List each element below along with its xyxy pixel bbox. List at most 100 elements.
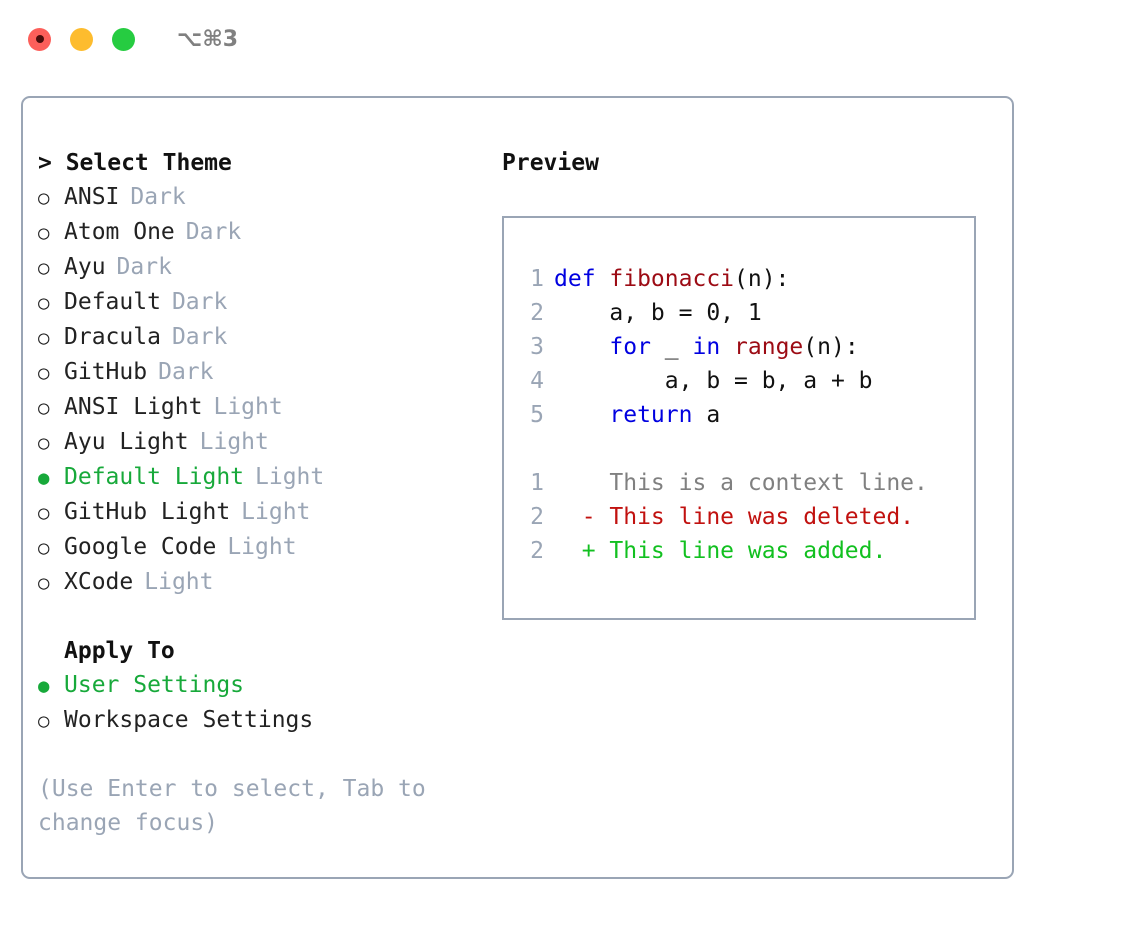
- code-token: fibonacci: [609, 266, 735, 292]
- theme-list-item[interactable]: ○ XCode Light: [38, 565, 478, 600]
- theme-category-tag: Dark: [116, 254, 172, 280]
- code-token: a: [692, 402, 721, 428]
- radio-unselected-icon: ○: [38, 572, 50, 594]
- code-token: (n):: [734, 266, 790, 292]
- code-line-number: 1: [530, 266, 544, 292]
- code-line-number: 2: [530, 300, 544, 326]
- radio-unselected-icon: ○: [38, 292, 50, 314]
- theme-list-item[interactable]: ○ Ayu Dark: [38, 250, 478, 285]
- code-token: [554, 334, 609, 360]
- radio-unselected-icon: ○: [38, 362, 50, 384]
- theme-name: ANSI Light: [64, 394, 203, 420]
- code-token: [554, 402, 609, 428]
- apply-to-label: Workspace Settings: [64, 707, 314, 733]
- code-line-text: a, b = 0, 1: [554, 296, 762, 330]
- diff-line-text: This is a context line.: [554, 470, 928, 496]
- radio-unselected-icon: ○: [38, 502, 50, 524]
- window-title: ⌥⌘3: [177, 26, 239, 52]
- theme-name: XCode: [64, 569, 134, 595]
- radio-unselected-icon: ○: [38, 432, 50, 454]
- theme-category-tag: Dark: [158, 359, 214, 385]
- title-bar: ⌥⌘3: [0, 0, 1140, 78]
- code-line: 1 def fibonacci(n):: [514, 262, 928, 296]
- theme-name: Atom One: [64, 219, 175, 245]
- code-token: [720, 334, 734, 360]
- theme-name: Google Code: [64, 534, 217, 560]
- theme-name: GitHub: [64, 359, 148, 385]
- code-token: for: [609, 334, 651, 360]
- radio-unselected-icon: ○: [38, 537, 50, 559]
- theme-name: Ayu Light: [64, 429, 189, 455]
- theme-category-tag: Light: [144, 569, 214, 595]
- code-token: def: [554, 266, 610, 292]
- theme-list-item[interactable]: ○ ANSI Light Light: [38, 390, 478, 425]
- theme-category-tag: Dark: [171, 289, 228, 315]
- theme-category-tag: Light: [213, 394, 283, 420]
- code-line-text: return a: [554, 398, 720, 432]
- code-token: in: [692, 334, 721, 360]
- diff-sample: 1 This is a context line. 2 - This line w…: [514, 466, 928, 568]
- diff-line: 1 This is a context line.: [514, 466, 928, 500]
- close-window-button[interactable]: [28, 27, 51, 51]
- code-line-number: 5: [530, 402, 544, 428]
- diff-line-text: + This line was added.: [554, 538, 887, 564]
- apply-to-item[interactable]: ○Workspace Settings: [38, 703, 478, 738]
- theme-name: ANSI: [64, 184, 120, 210]
- theme-category-tag: Dark: [130, 184, 186, 210]
- theme-name: Default Light: [64, 464, 245, 490]
- code-token: return: [609, 402, 693, 428]
- diff-line-number: 1: [530, 470, 544, 496]
- radio-unselected-icon: ○: [38, 257, 50, 279]
- apply-to-heading: Apply To: [64, 638, 175, 664]
- code-token: _: [650, 334, 693, 360]
- apply-to-item[interactable]: ● User Settings: [38, 668, 478, 703]
- code-line-text: def fibonacci(n):: [554, 262, 789, 296]
- radio-unselected-icon: ○: [38, 397, 50, 419]
- theme-name: Ayu: [64, 254, 106, 280]
- radio-unselected-icon: ○: [38, 222, 50, 244]
- code-line-text: a, b = b, a + b: [554, 364, 873, 398]
- theme-name: GitHub Light: [64, 499, 231, 525]
- code-token: range: [734, 334, 804, 360]
- preview-title: Preview: [502, 150, 599, 176]
- keyboard-hint: (Use Enter to select, Tab to change focu…: [38, 776, 440, 836]
- theme-category-tag: Light: [199, 429, 269, 455]
- radio-selected-icon: ●: [38, 467, 50, 489]
- apply-to-label: User Settings: [64, 672, 245, 698]
- code-line-text: for _ in range(n):: [554, 330, 858, 364]
- theme-list-item[interactable]: ○ Dracula Dark: [38, 320, 478, 355]
- theme-category-tag: Light: [255, 464, 325, 490]
- theme-category-tag: Dark: [171, 324, 228, 350]
- theme-list-item[interactable]: ○ ANSI Dark: [38, 180, 478, 215]
- code-line: 4 a, b = b, a + b: [514, 364, 928, 398]
- diff-line: 2 + This line was added.: [514, 534, 928, 568]
- code-line: 2 a, b = 0, 1: [514, 296, 928, 330]
- code-line: 5 return a: [514, 398, 928, 432]
- code-line-number: 3: [530, 334, 544, 360]
- radio-unselected-icon: ○: [38, 327, 50, 349]
- page-title: > Select Theme: [38, 150, 232, 176]
- theme-list-item[interactable]: ○ Ayu Light Light: [38, 425, 478, 460]
- code-token: a, b = 0, 1: [554, 300, 762, 326]
- diff-line-number: 2: [530, 538, 544, 564]
- code-line: 3 for _ in range(n):: [514, 330, 928, 364]
- theme-list-item[interactable]: ○ Default Dark: [38, 285, 478, 320]
- maximize-window-button[interactable]: [112, 27, 135, 51]
- theme-name: Default: [64, 289, 161, 315]
- theme-list-item[interactable]: ○ GitHub Dark: [38, 355, 478, 390]
- radio-unselected-icon: ○: [38, 187, 50, 209]
- radio-selected-icon: ●: [38, 675, 50, 697]
- theme-name: Dracula: [64, 324, 161, 350]
- code-token: a, b = b, a + b: [554, 368, 873, 394]
- minimize-window-button[interactable]: [70, 27, 93, 51]
- diff-line-text: - This line was deleted.: [554, 504, 915, 530]
- theme-list-item[interactable]: ● Default Light Light: [38, 460, 478, 495]
